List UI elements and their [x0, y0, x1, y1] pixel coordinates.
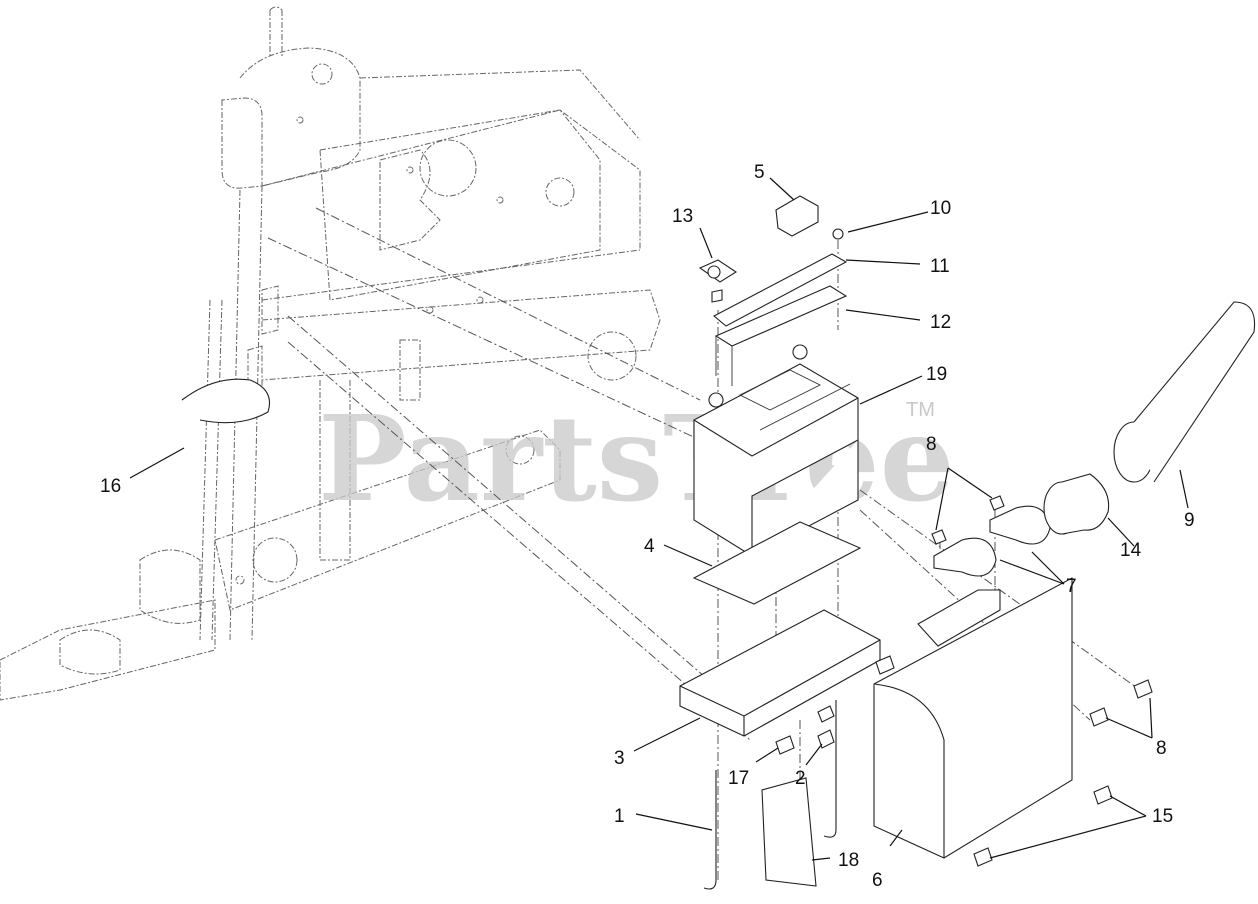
part-8-bolts: [931, 495, 1153, 727]
callout-13: 13: [672, 206, 693, 227]
callout-1: 1: [614, 806, 625, 827]
part-17-cable-tie: [181, 378, 271, 424]
part-14-sleeve: [1043, 473, 1110, 535]
callout-18: 18: [838, 850, 859, 871]
callout-17: 16: [100, 476, 121, 497]
part-11-hold-down-bar: [713, 253, 848, 327]
callout-3: 3: [614, 748, 625, 769]
part-5-terminal-boot: [775, 195, 819, 237]
part-12-hold-down-plate: [714, 285, 848, 386]
callout-2: 2: [795, 768, 806, 789]
part-10-nut: [832, 228, 844, 240]
part-4-battery-pad: [692, 521, 862, 605]
part-15-screws: [973, 785, 1113, 867]
callout-16: 17: [728, 768, 749, 789]
part-19-battery: [693, 344, 859, 557]
callout-14: 14: [1120, 540, 1142, 561]
callout-5: 5: [754, 162, 765, 183]
part-9-battery-tube: [1113, 301, 1256, 483]
callout-12: 12: [930, 312, 951, 333]
callout-6: 6: [872, 870, 883, 891]
callout-7: 7: [1066, 576, 1077, 597]
svg-text:PartsTree: PartsTree: [318, 389, 955, 528]
part-6-battery-cover: [873, 577, 1073, 859]
mower-frame-phantom: [0, 6, 661, 701]
callout-10: 10: [930, 198, 951, 219]
part-3-battery-tray: [679, 609, 881, 737]
part-2-16-screws: [775, 655, 895, 755]
callout-15: 15: [1152, 806, 1173, 827]
callout-9: 9: [1184, 510, 1195, 531]
callout-8-lower: 8: [1156, 738, 1167, 759]
partstree-watermark: PartsTree TM: [318, 389, 955, 528]
part-13-terminal-clamp: [698, 259, 738, 303]
callout-19: 19: [926, 364, 947, 385]
callout-4: 4: [644, 536, 655, 557]
svg-text:TM: TM: [906, 399, 935, 421]
callout-11: 11: [930, 256, 950, 277]
leader-lines: [129, 177, 1189, 861]
callout-8-upper: 8: [926, 434, 937, 455]
part-18-decal: [761, 777, 817, 887]
callout-labels: 16 1 2 3 4 5 6 7 8 8 9 10 11 12 13 14 15…: [100, 162, 1195, 891]
